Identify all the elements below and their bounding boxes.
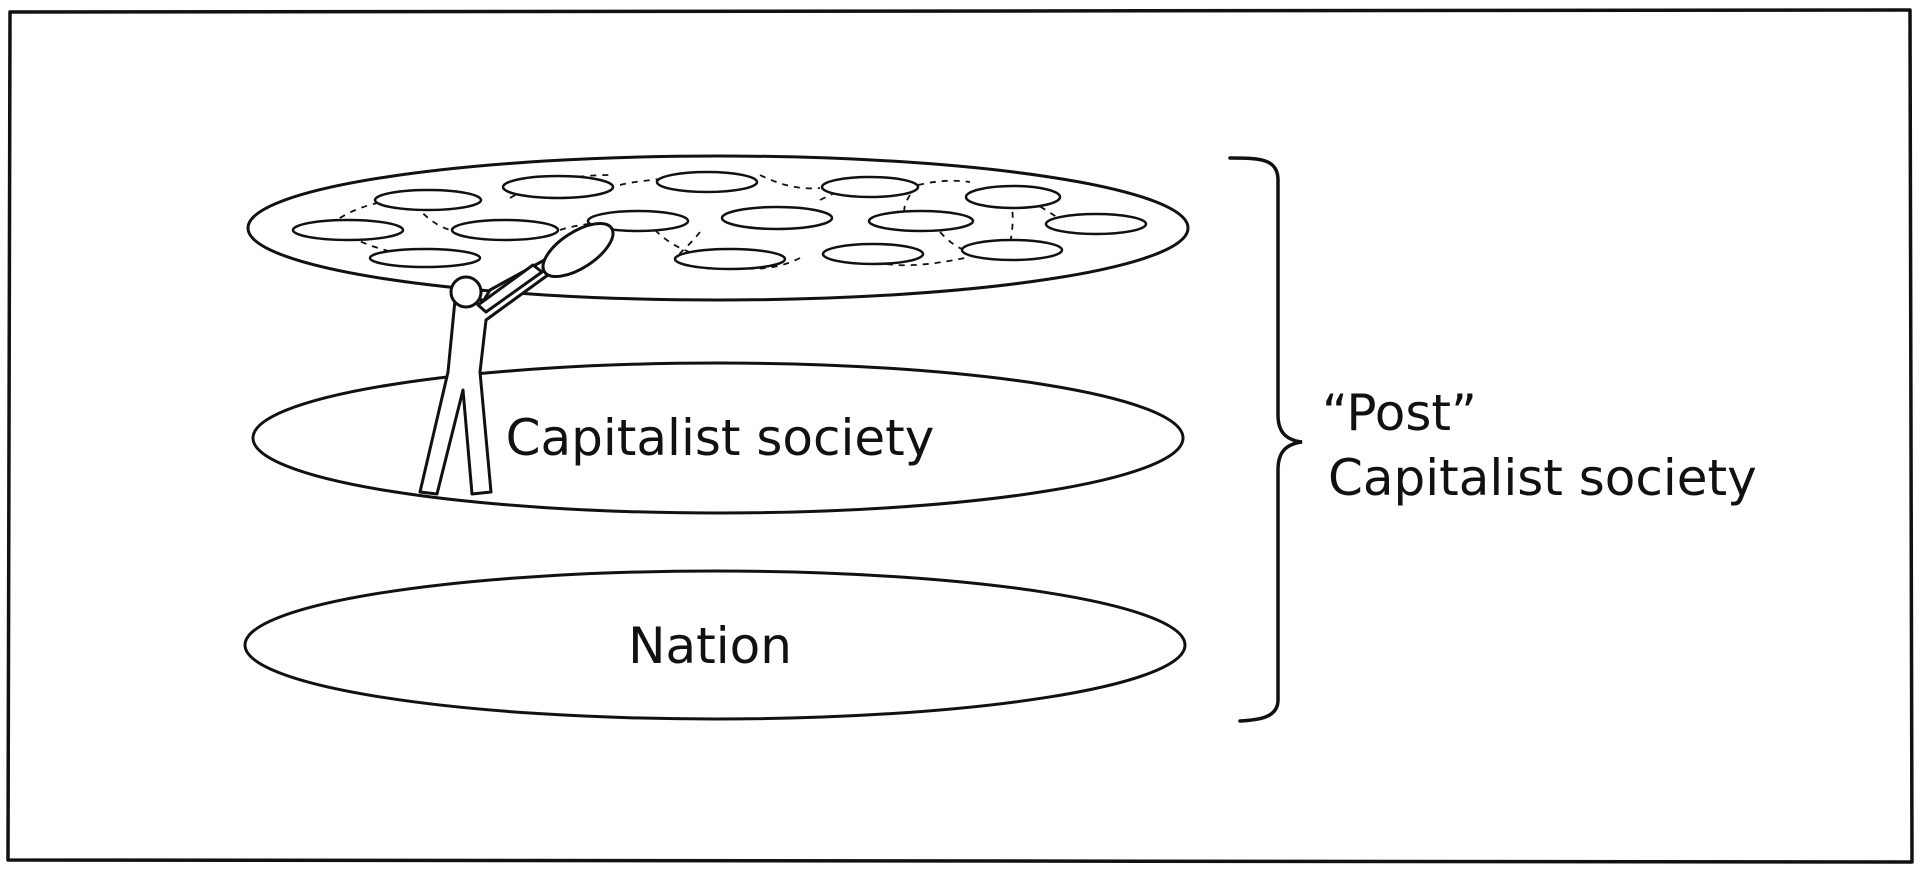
outer-frame <box>6 8 1914 864</box>
network-node <box>586 209 690 233</box>
network-node <box>373 188 483 212</box>
network-node <box>821 242 925 266</box>
connection-line <box>759 174 821 190</box>
network-node <box>655 170 759 194</box>
capitalist-layer-disc <box>251 361 1185 515</box>
person-figure <box>418 221 615 496</box>
network-nodes <box>291 170 1148 271</box>
reached-node <box>541 221 615 279</box>
network-node <box>960 238 1064 262</box>
network-node <box>867 209 975 233</box>
layer-capitalist: Capitalist society <box>251 361 1185 515</box>
layer-nation: Nation <box>243 569 1187 721</box>
bracket-label-line2: Capitalist society <box>1328 449 1757 507</box>
person-body <box>418 256 562 496</box>
person-arm-upper <box>476 263 544 314</box>
network-node <box>720 205 834 231</box>
network-node <box>1044 212 1148 236</box>
nation-layer-disc <box>243 569 1187 721</box>
capitalist-layer-label: Capitalist society <box>506 409 935 467</box>
network-node <box>964 184 1062 210</box>
network-node <box>673 247 787 271</box>
connection-line <box>619 177 666 186</box>
network-node <box>291 218 405 242</box>
network-node <box>368 247 482 269</box>
nation-layer-label: Nation <box>628 617 792 675</box>
network-node <box>820 175 920 199</box>
network-layer-disc <box>246 154 1190 302</box>
network-node <box>450 218 560 242</box>
connection-line <box>675 231 701 259</box>
network-node <box>501 174 615 200</box>
bracket-label-line1: “Post” <box>1322 384 1477 442</box>
connection-line <box>917 179 971 186</box>
layer-network <box>246 154 1190 302</box>
connection-line <box>874 257 966 267</box>
person-head <box>449 275 483 309</box>
connection-line <box>739 257 801 270</box>
grouping-bracket <box>1228 156 1303 723</box>
